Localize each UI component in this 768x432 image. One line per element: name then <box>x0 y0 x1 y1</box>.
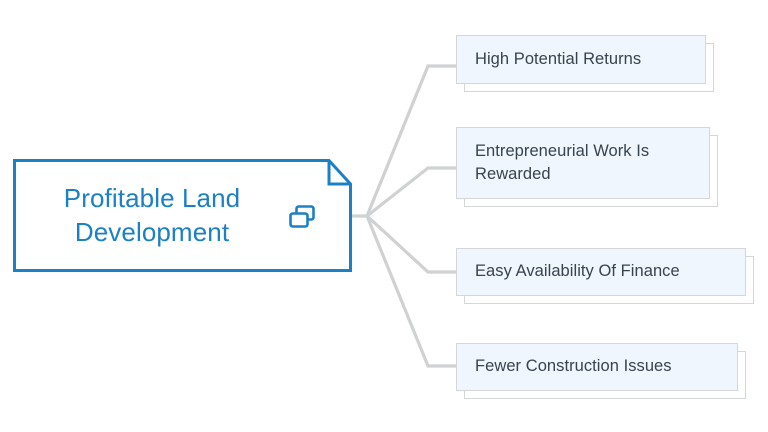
root-node-shape <box>13 159 352 272</box>
branch-node-4-label: Fewer Construction Issues <box>475 357 672 376</box>
branch-node-4-front: Fewer Construction Issues <box>456 343 738 391</box>
root-node[interactable]: Profitable Land Development <box>13 159 352 272</box>
branch-node-1-front: High Potential Returns <box>456 35 706 84</box>
branch-node-2-label: Entrepreneurial Work Is Rewarded <box>475 141 650 183</box>
branch-node-2-front: Entrepreneurial Work Is Rewarded <box>456 127 710 199</box>
branch-node-3-label: Easy Availability Of Finance <box>475 262 680 281</box>
branch-node-2[interactable]: Entrepreneurial Work Is Rewarded <box>456 127 718 207</box>
branch-node-3[interactable]: Easy Availability Of Finance <box>456 248 754 304</box>
copy-duplicate-icon[interactable] <box>288 204 316 230</box>
branch-node-1[interactable]: High Potential Returns <box>456 35 714 92</box>
branch-node-3-front: Easy Availability Of Finance <box>456 248 746 296</box>
branch-node-4[interactable]: Fewer Construction Issues <box>456 343 746 399</box>
root-node-label: Profitable Land Development <box>63 183 241 247</box>
connector-branch-4 <box>365 215 456 368</box>
connector-branch-2 <box>366 166 456 218</box>
branch-node-1-label: High Potential Returns <box>475 49 642 68</box>
connector-branch-3 <box>365 214 456 274</box>
connector-branch-1 <box>365 64 456 217</box>
